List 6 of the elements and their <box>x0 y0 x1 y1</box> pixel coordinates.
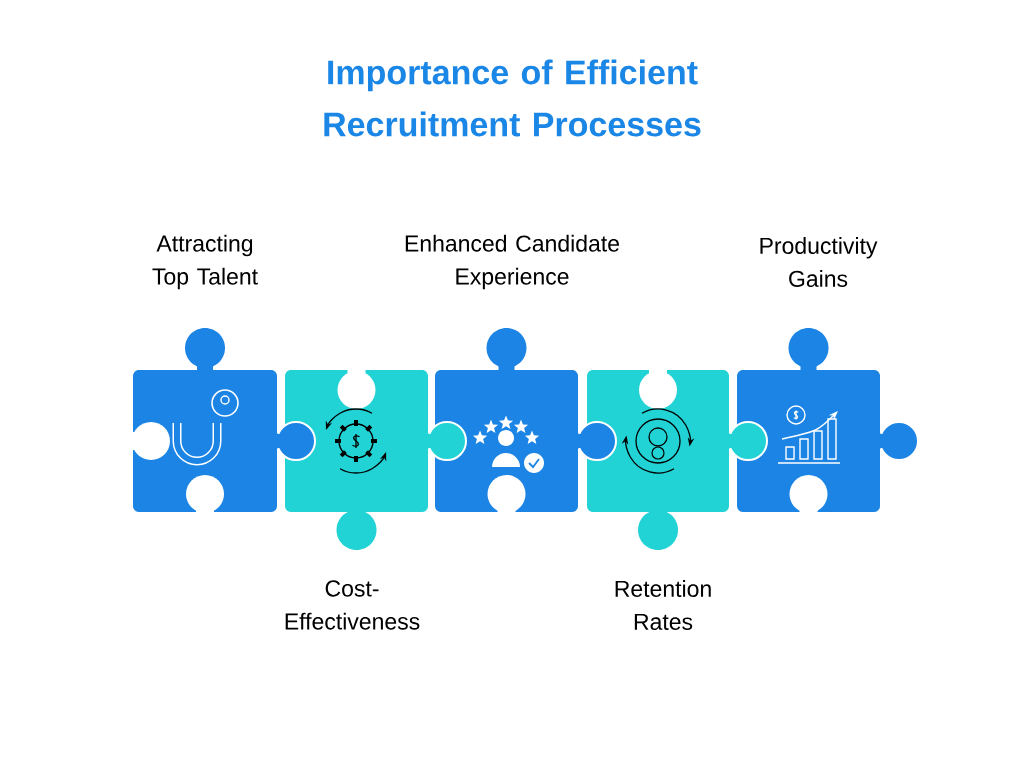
heading: Productivity Gains <box>760 237 878 287</box>
heading: Attracting Top Talent <box>152 234 258 290</box>
heading: Enhanced Candidate Experience <box>405 234 619 290</box>
heading: Cost- Effectiveness <box>285 580 420 630</box>
title: Importance of Efficient Recruitment Processes <box>324 59 701 137</box>
heading: Retention Rates <box>615 580 711 630</box>
